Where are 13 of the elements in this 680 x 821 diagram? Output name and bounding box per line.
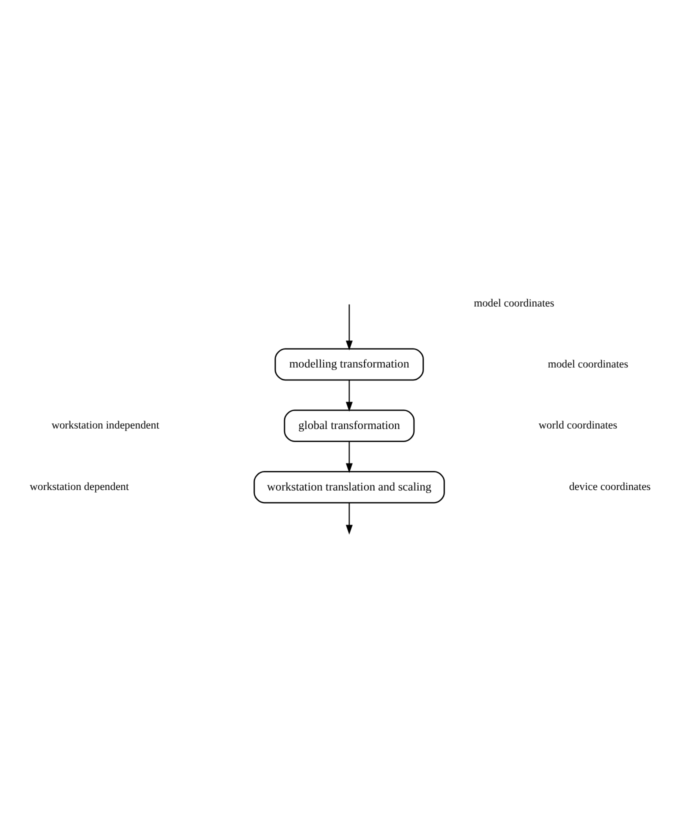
- arrow: [346, 304, 353, 350]
- node-box: global transformation: [284, 409, 415, 442]
- arrow: [346, 380, 353, 412]
- label: device coordinates: [569, 480, 651, 493]
- node-box: modelling transformation: [274, 348, 424, 380]
- label: model coordinates: [474, 296, 554, 309]
- label: model coordinates: [548, 358, 628, 370]
- label: workstation independent: [52, 419, 160, 432]
- label: workstation dependent: [30, 480, 129, 493]
- arrow: [346, 502, 353, 534]
- label: world coordinates: [538, 419, 618, 432]
- node-box: workstation translation and scaling: [254, 470, 445, 503]
- arrow: [346, 440, 353, 473]
